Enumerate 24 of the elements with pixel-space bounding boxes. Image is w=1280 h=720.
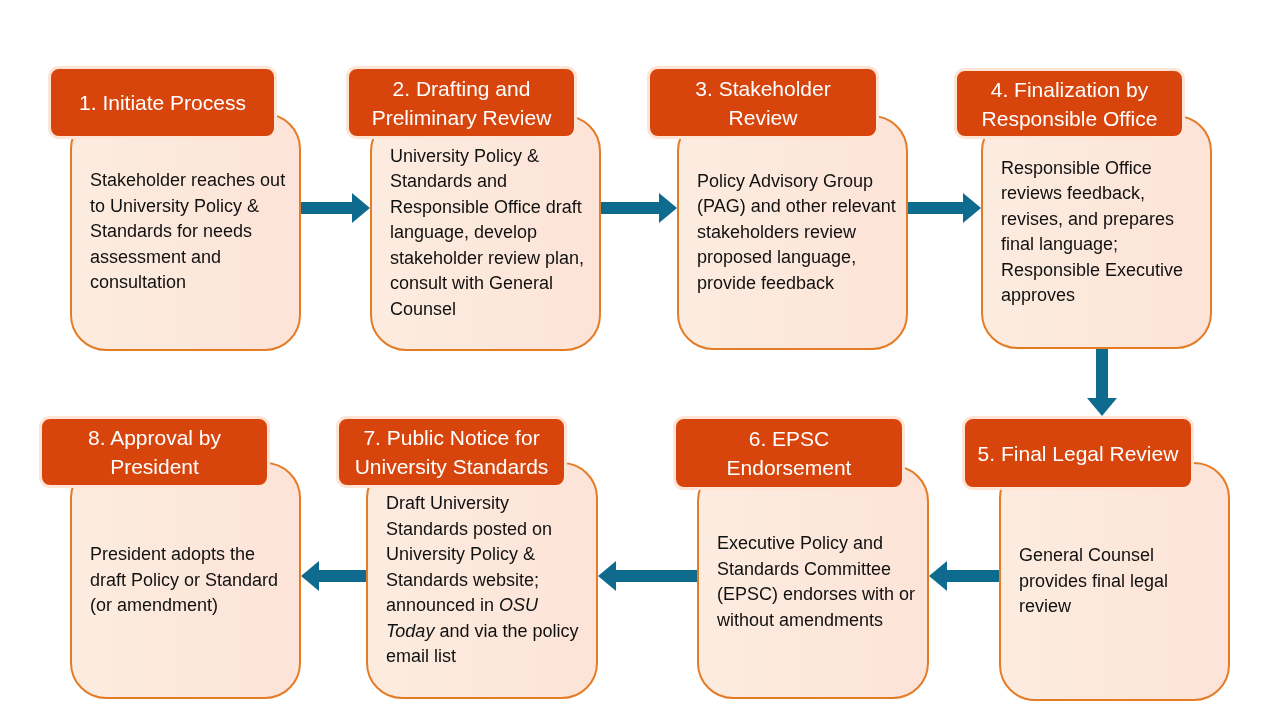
- step-header: 6. EPSC Endorsement: [673, 416, 905, 490]
- step-description: President adopts the draft Policy or Standard (or amendment): [90, 543, 280, 618]
- step-description: Responsible Office reviews feedback, revises, and prepares final language; Responsible Executive approves: [1001, 156, 1185, 307]
- step-description: Policy Advisory Group (PAG) and other relevant stakeholders review proposed language, provide feedback: [697, 169, 897, 295]
- step-description: Stakeholder reaches out to University Policy & Standards for needs assessment and consultation: [90, 169, 287, 295]
- arrow: [908, 193, 981, 223]
- step-card: [70, 113, 301, 351]
- arrow: [301, 193, 370, 223]
- step-description: Draft University Standards posted on University Policy & Standards website; announced in OSU Today and via the policy email list: [386, 492, 580, 669]
- step-header: 3. Stakeholder Review: [647, 66, 879, 139]
- arrow: [301, 561, 366, 591]
- arrow: [1087, 349, 1117, 416]
- step-description: University Policy & Standards and Responsible Office draft language, develop stakeholder review plan, consult with General Counsel: [390, 144, 586, 321]
- step-header: 7. Public Notice for University Standards: [336, 416, 567, 488]
- step-description: General Counsel provides final legal review: [1019, 544, 1170, 619]
- step-header: 8. Approval by President: [39, 416, 270, 488]
- step-header: 2. Drafting and Preliminary Review: [346, 66, 577, 139]
- step-description: Executive Policy and Standards Committee (EPSC) endorses with or without amendments: [717, 532, 917, 632]
- arrow: [929, 561, 999, 591]
- step-header: 5. Final Legal Review: [962, 416, 1194, 490]
- arrow: [601, 193, 677, 223]
- step-header: 1. Initiate Process: [48, 66, 277, 139]
- step-header: 4. Finalization by Responsible Office: [954, 68, 1185, 139]
- arrow: [598, 561, 697, 591]
